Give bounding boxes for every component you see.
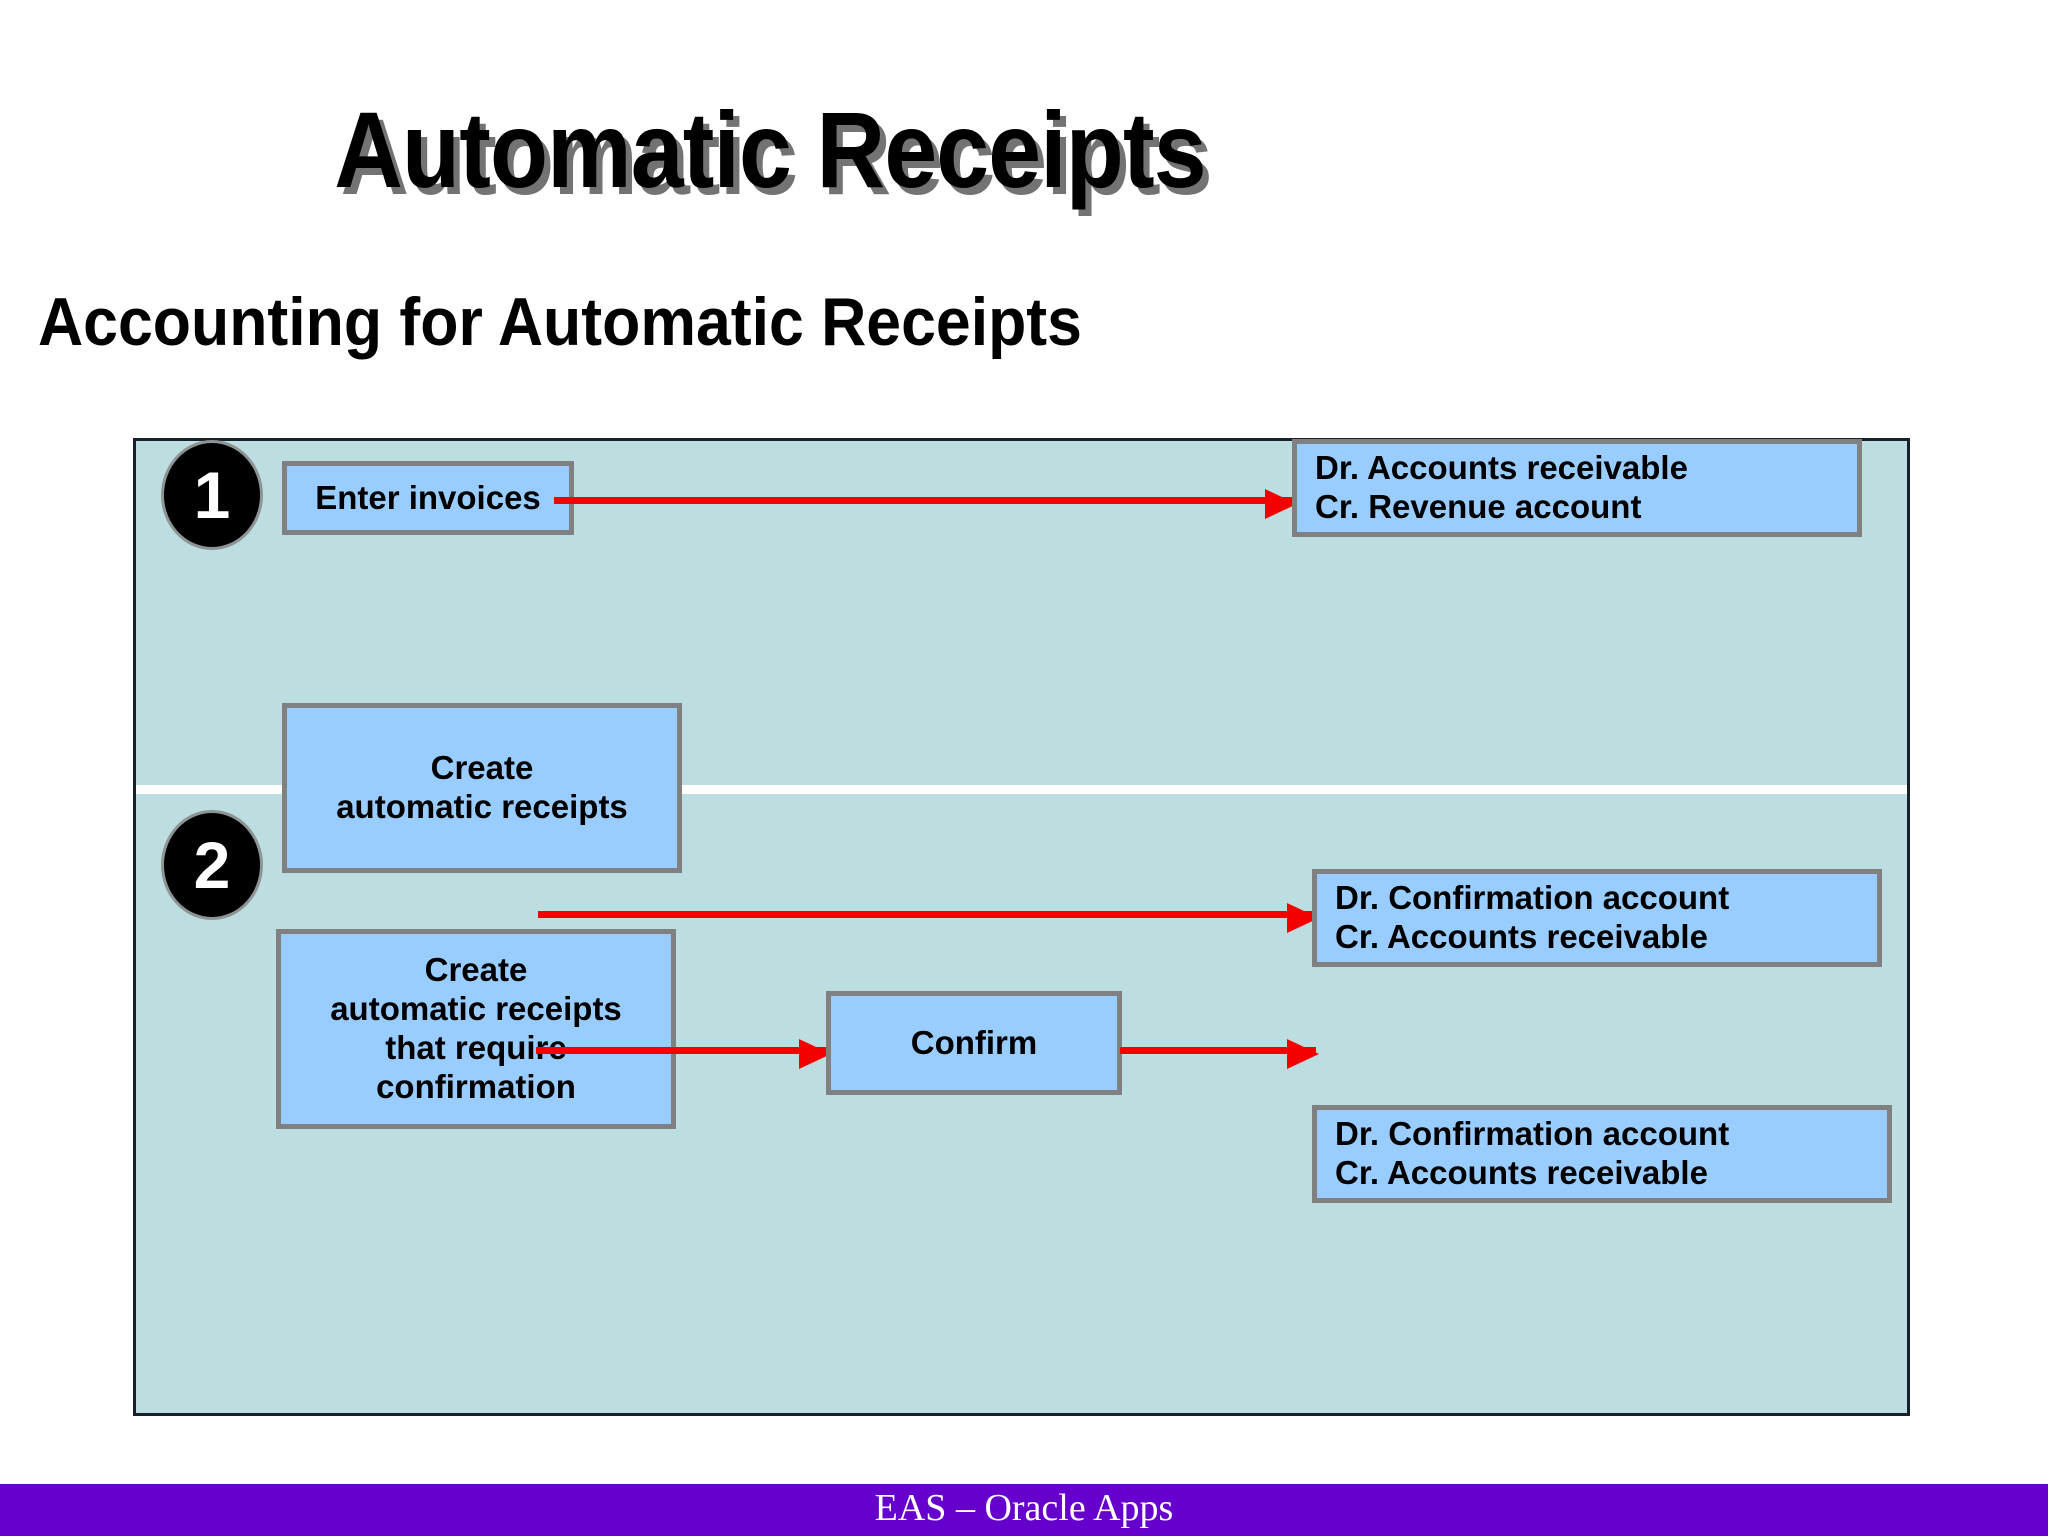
step-badge-2: 2 [164, 813, 260, 917]
flow-node-create-receipts-requiring-confirmation[interactable]: Create automatic receipts that require c… [276, 929, 693, 1146]
section-heading: Accounting for Automatic Receipts [38, 284, 1082, 360]
flow-node-confirm[interactable]: Confirm [826, 991, 1139, 1112]
flow-node-journal-entry-3[interactable]: Dr. Confirmation account Cr. Accounts re… [1312, 1105, 1909, 1220]
flow-node-create-automatic-receipts[interactable]: Create automatic receipts [282, 703, 699, 890]
step-badge-1: 1 [164, 443, 260, 547]
footer-bar: EAS – Oracle Apps [0, 1484, 2048, 1536]
footer-label: EAS – Oracle Apps [874, 1487, 1174, 1529]
flow-arrow-create-confirm-to-confirm [536, 1039, 831, 1069]
diagram-panel: 1 Enter invoices Dr. Accounts receivable… [133, 438, 1910, 1416]
flow-node-journal-entry-2[interactable]: Dr. Confirmation account Cr. Accounts re… [1312, 869, 1899, 984]
flow-node-enter-invoices[interactable]: Enter invoices [282, 461, 591, 552]
flow-arrow-confirm-to-journal-3 [1120, 1039, 1319, 1069]
section-divider [136, 785, 1907, 794]
page-title: Automatic Receipts [334, 89, 1206, 210]
flow-arrow-create-receipts-to-journal-2 [538, 903, 1319, 933]
flow-node-journal-entry-1[interactable]: Dr. Accounts receivable Cr. Revenue acco… [1292, 439, 1879, 554]
flow-arrow-enter-invoices-to-journal-1 [554, 489, 1297, 519]
